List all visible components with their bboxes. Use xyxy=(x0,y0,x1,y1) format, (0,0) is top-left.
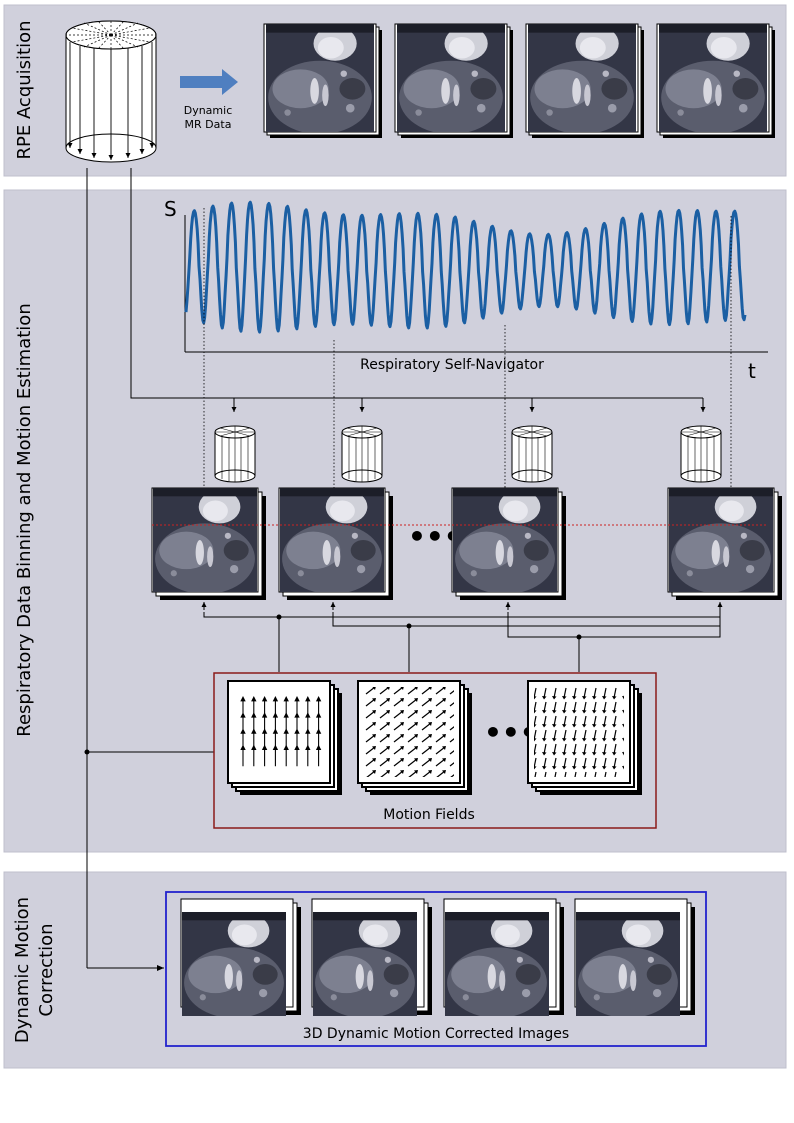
y-axis-label: S xyxy=(164,197,177,221)
sampling-cylinder-icon xyxy=(341,425,383,483)
motion-field-connections xyxy=(201,602,723,672)
corrected-image-stack xyxy=(311,898,432,1016)
section-label-binning: Respiratory Data Binning and Motion Esti… xyxy=(14,303,35,736)
junction-dot xyxy=(84,749,90,755)
motion-field-stack xyxy=(527,680,642,795)
navigator-caption: Respiratory Self-Navigator xyxy=(360,357,544,373)
section-label-correction-line1: Dynamic Motion xyxy=(12,897,33,1043)
motion-fields-box xyxy=(213,672,657,829)
sampling-cylinder-icon xyxy=(680,425,722,483)
corrected-image-stack xyxy=(180,898,301,1016)
corrected-images-box xyxy=(165,891,707,1047)
corrected-image-stack xyxy=(443,898,564,1016)
binned-image-stack xyxy=(451,487,566,600)
corrected-image-stack xyxy=(574,898,695,1016)
motion-fields-caption: Motion Fields xyxy=(383,807,475,823)
mr-stack xyxy=(263,23,382,138)
arrow-label-line1: Dynamic xyxy=(184,104,233,117)
sampling-cylinder-icon xyxy=(214,425,256,483)
motion-field-stack xyxy=(227,680,342,795)
binned-image-stack xyxy=(151,487,266,600)
flow-line-bins xyxy=(130,168,703,399)
binned-image-stack xyxy=(278,487,393,600)
mr-stack xyxy=(394,23,513,138)
corrected-images-caption: 3D Dynamic Motion Corrected Images xyxy=(303,1026,569,1042)
respiratory-signal-line xyxy=(184,200,747,334)
motion-field-stack xyxy=(357,680,472,795)
block-arrow-icon xyxy=(180,69,238,95)
sampling-cylinder-icon xyxy=(511,425,553,483)
navigator-plot: S t Respiratory Self-Navigator xyxy=(164,197,768,383)
section-label-correction-line2: Correction xyxy=(36,923,57,1016)
mr-stack xyxy=(525,23,644,138)
mr-stack xyxy=(656,23,775,138)
binned-image-stack xyxy=(667,487,782,600)
x-axis-label: t xyxy=(748,359,756,383)
arrow-label-line2: MR Data xyxy=(185,118,232,131)
section-label-acquisition: RPE Acquisition xyxy=(14,20,35,159)
rpe-cylinder-icon xyxy=(65,20,157,163)
